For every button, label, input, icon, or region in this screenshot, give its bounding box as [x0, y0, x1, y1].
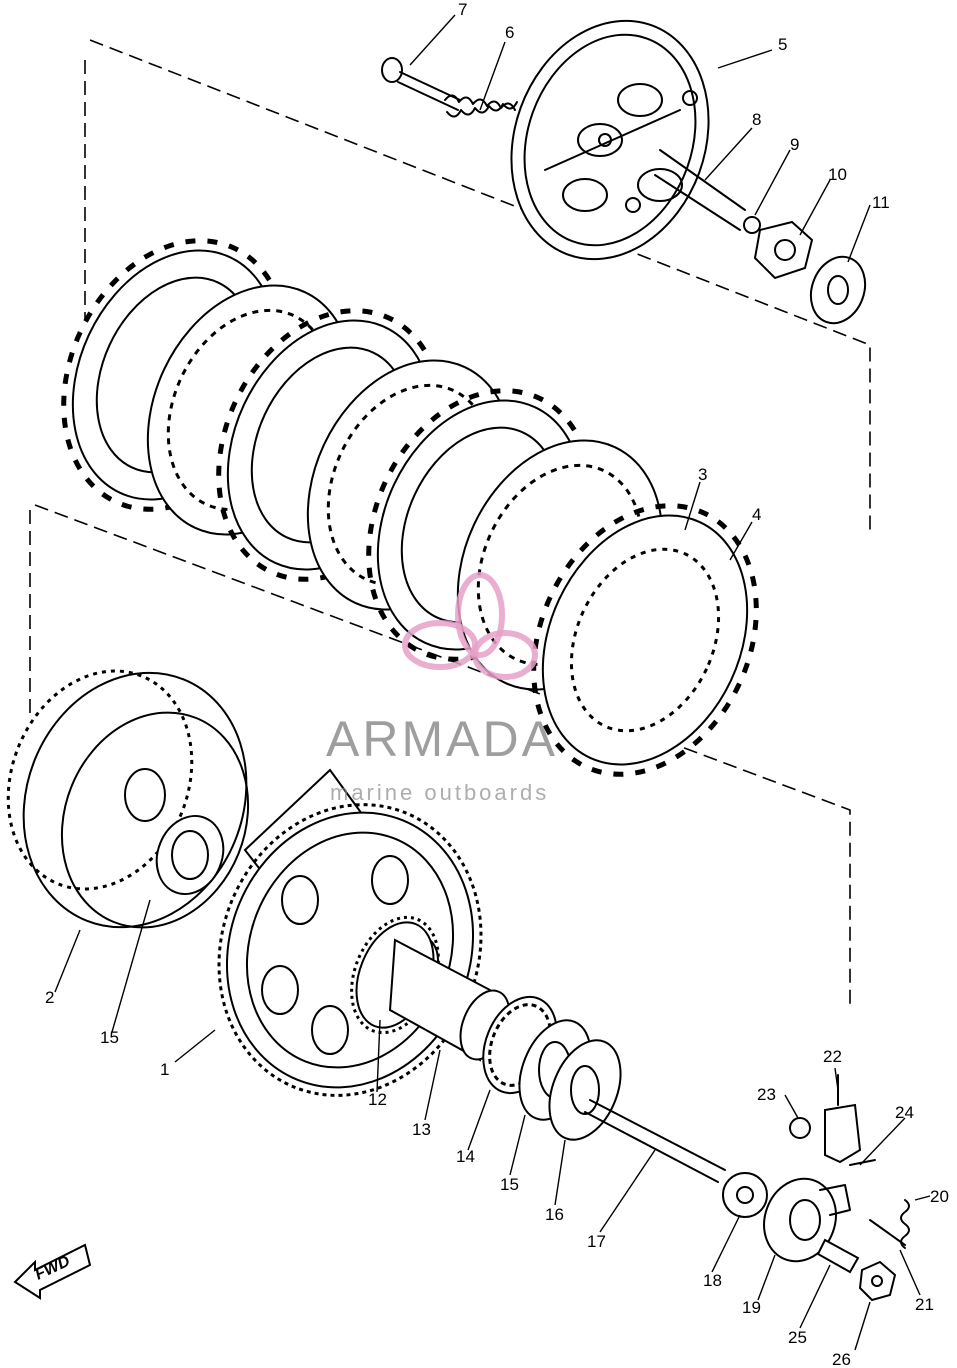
callout-17: 17 — [587, 1232, 606, 1251]
callout-16: 16 — [545, 1205, 564, 1224]
callout-15-left: 15 — [100, 1028, 119, 1047]
pushrod-ball — [743, 216, 761, 234]
push-lever-assembly — [763, 1177, 851, 1263]
watermark-logo — [402, 572, 538, 680]
clutch-boss — [6, 669, 250, 929]
friction-plate — [531, 503, 759, 777]
callout-12: 12 — [368, 1090, 387, 1109]
callout-24: 24 — [895, 1103, 914, 1122]
callout-20: 20 — [930, 1187, 949, 1206]
leader-lines — [54, 14, 931, 1351]
pressure-nut — [753, 220, 814, 280]
screw — [789, 1117, 811, 1139]
callout-5: 5 — [778, 35, 787, 54]
callout-15-right: 15 — [500, 1175, 519, 1194]
adjust-screw — [816, 1238, 860, 1274]
spring-bolt — [381, 57, 461, 111]
forward-arrow — [13, 1243, 92, 1300]
callout-11: 11 — [872, 193, 890, 212]
lever-bracket — [824, 1074, 862, 1164]
watermark-title: ARMADA — [326, 711, 558, 767]
callout-7: 7 — [458, 0, 467, 19]
callout-2: 2 — [45, 988, 54, 1007]
callout-26: 26 — [832, 1350, 851, 1368]
callout-9: 9 — [790, 135, 799, 154]
callout-8: 8 — [752, 110, 761, 129]
lock-nut — [858, 1260, 897, 1302]
callout-18: 18 — [703, 1271, 722, 1290]
callout-6: 6 — [505, 23, 514, 42]
callout-22: 22 — [823, 1047, 842, 1066]
assembly-guide-lines — [29, 39, 871, 1005]
oil-seal — [722, 1172, 768, 1218]
clutch-spring — [444, 94, 518, 118]
callout-23: 23 — [757, 1085, 776, 1104]
callout-1: 1 — [160, 1060, 169, 1079]
callout-4: 4 — [752, 505, 761, 524]
pressure-plate — [510, 19, 746, 261]
callout-numbers: 1 2 3 4 5 6 7 8 9 10 11 12 13 14 15 15 1… — [45, 0, 949, 1368]
callout-13: 13 — [412, 1120, 431, 1139]
lock-washer — [809, 255, 867, 325]
return-spring — [900, 1199, 910, 1249]
callout-10: 10 — [828, 165, 847, 184]
callout-19: 19 — [742, 1298, 761, 1317]
callout-3: 3 — [698, 465, 707, 484]
pin — [869, 1219, 906, 1246]
callout-25: 25 — [788, 1328, 807, 1347]
callout-14: 14 — [456, 1147, 475, 1166]
thrust-plate — [548, 1039, 622, 1141]
pushrod — [584, 1099, 726, 1183]
callout-21: 21 — [915, 1295, 934, 1314]
clutch-plate-stack — [61, 238, 759, 777]
watermark-subtitle: marine outboards — [330, 780, 549, 805]
